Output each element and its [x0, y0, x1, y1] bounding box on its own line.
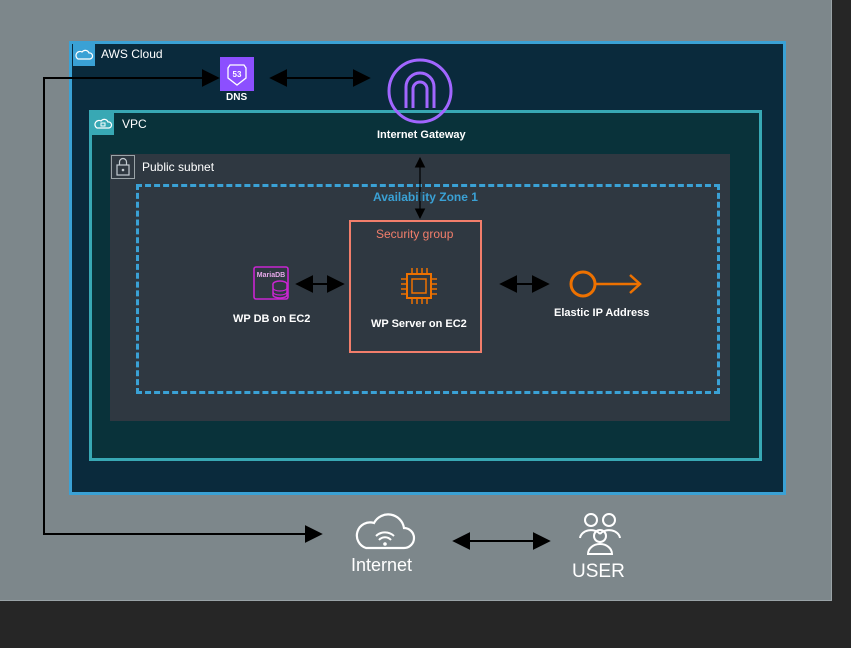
users-icon	[579, 513, 621, 555]
availability-zone-group	[136, 184, 720, 394]
internet-cloud-icon	[355, 513, 416, 550]
vpc-label: VPC	[122, 117, 147, 131]
dns-internet-connector	[43, 69, 323, 543]
route53-dns-icon: 53	[220, 57, 254, 91]
cloud-icon	[73, 44, 95, 66]
aws-cloud-label: AWS Cloud	[101, 47, 163, 61]
internet-gateway-icon	[387, 58, 453, 124]
ec2-chip-icon	[401, 268, 437, 304]
internet-gateway-label: Internet Gateway	[377, 129, 466, 141]
mariadb-database-icon: MariaDB	[253, 266, 289, 300]
security-group-label: Security group	[376, 227, 454, 241]
lock-icon	[111, 155, 135, 179]
wp-db-label: WP DB on EC2	[233, 313, 311, 325]
internet-label: Internet	[351, 555, 413, 575]
elastic-ip-label: Elastic IP Address	[554, 307, 650, 319]
wp-server-label: WP Server on EC2	[371, 318, 467, 330]
dns-badge: 53	[233, 70, 242, 79]
elastic-ip-icon	[569, 270, 642, 298]
public-subnet-label: Public subnet	[142, 160, 215, 174]
user-label: USER	[572, 561, 625, 582]
mariadb-badge: MariaDB	[257, 272, 285, 279]
vpc-icon	[92, 113, 114, 135]
security-group	[349, 220, 482, 353]
dns-label: DNS	[226, 92, 248, 103]
availability-zone-label: Availability Zone 1	[373, 190, 478, 204]
